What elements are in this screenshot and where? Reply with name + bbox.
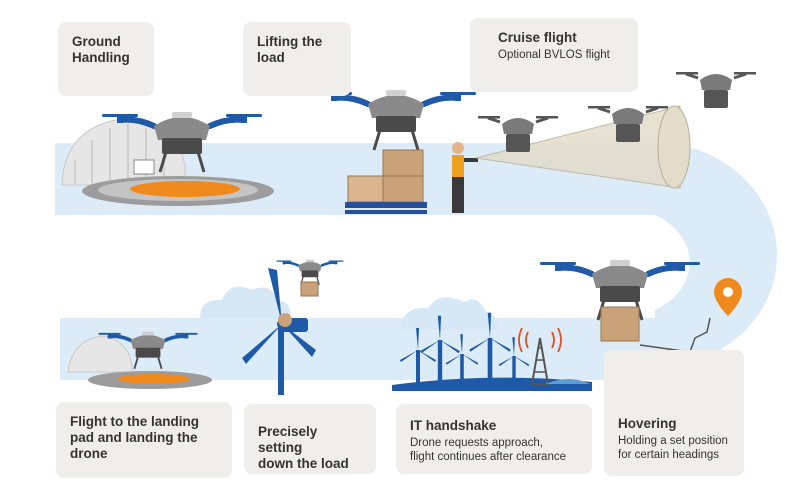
location-pin-icon <box>714 278 742 316</box>
package-icon <box>300 281 319 297</box>
card-subtitle: Drone requests approach, flight continue… <box>410 437 566 463</box>
card-title: Cruise flight <box>498 30 577 45</box>
drone-icon <box>316 90 476 150</box>
card-setting-down: Precisely setting down the load <box>244 404 376 474</box>
card-title: Hovering <box>618 416 677 431</box>
card-subtitle: Optional BVLOS flight <box>498 49 610 61</box>
landing-pad <box>82 176 274 206</box>
wind-park <box>392 312 592 391</box>
drone-icon <box>674 70 758 110</box>
card-hovering: Hovering Holding a set position for cert… <box>604 350 744 476</box>
card-ground-handling: Ground Handling <box>58 22 154 96</box>
card-cruise: Cruise flight Optional BVLOS flight <box>470 18 638 92</box>
card-title: Precisely setting down the load <box>258 424 349 471</box>
radio-tower-icon <box>518 327 590 385</box>
card-landing: Flight to the landing pad and landing th… <box>56 402 232 478</box>
card-title: Lifting the load <box>257 34 323 65</box>
wind-turbine-icon <box>242 268 316 395</box>
cloud-icon <box>200 286 291 318</box>
card-title: IT handshake <box>410 418 497 433</box>
drone-icon <box>275 258 345 287</box>
package-icon <box>347 149 424 203</box>
card-title: Ground Handling <box>72 34 130 65</box>
landing-pad <box>88 371 212 389</box>
pallet-icon <box>345 202 427 214</box>
card-lifting: Lifting the load <box>243 22 351 96</box>
operator-icon <box>452 142 478 213</box>
package-icon <box>600 306 640 342</box>
cloud-icon <box>400 297 499 330</box>
card-title: Flight to the landing pad and landing th… <box>70 414 199 461</box>
hangar-icon <box>67 335 133 373</box>
card-subtitle: Holding a set position for certain headi… <box>618 435 728 461</box>
card-it-handshake: IT handshake Drone requests approach, fl… <box>396 404 592 474</box>
